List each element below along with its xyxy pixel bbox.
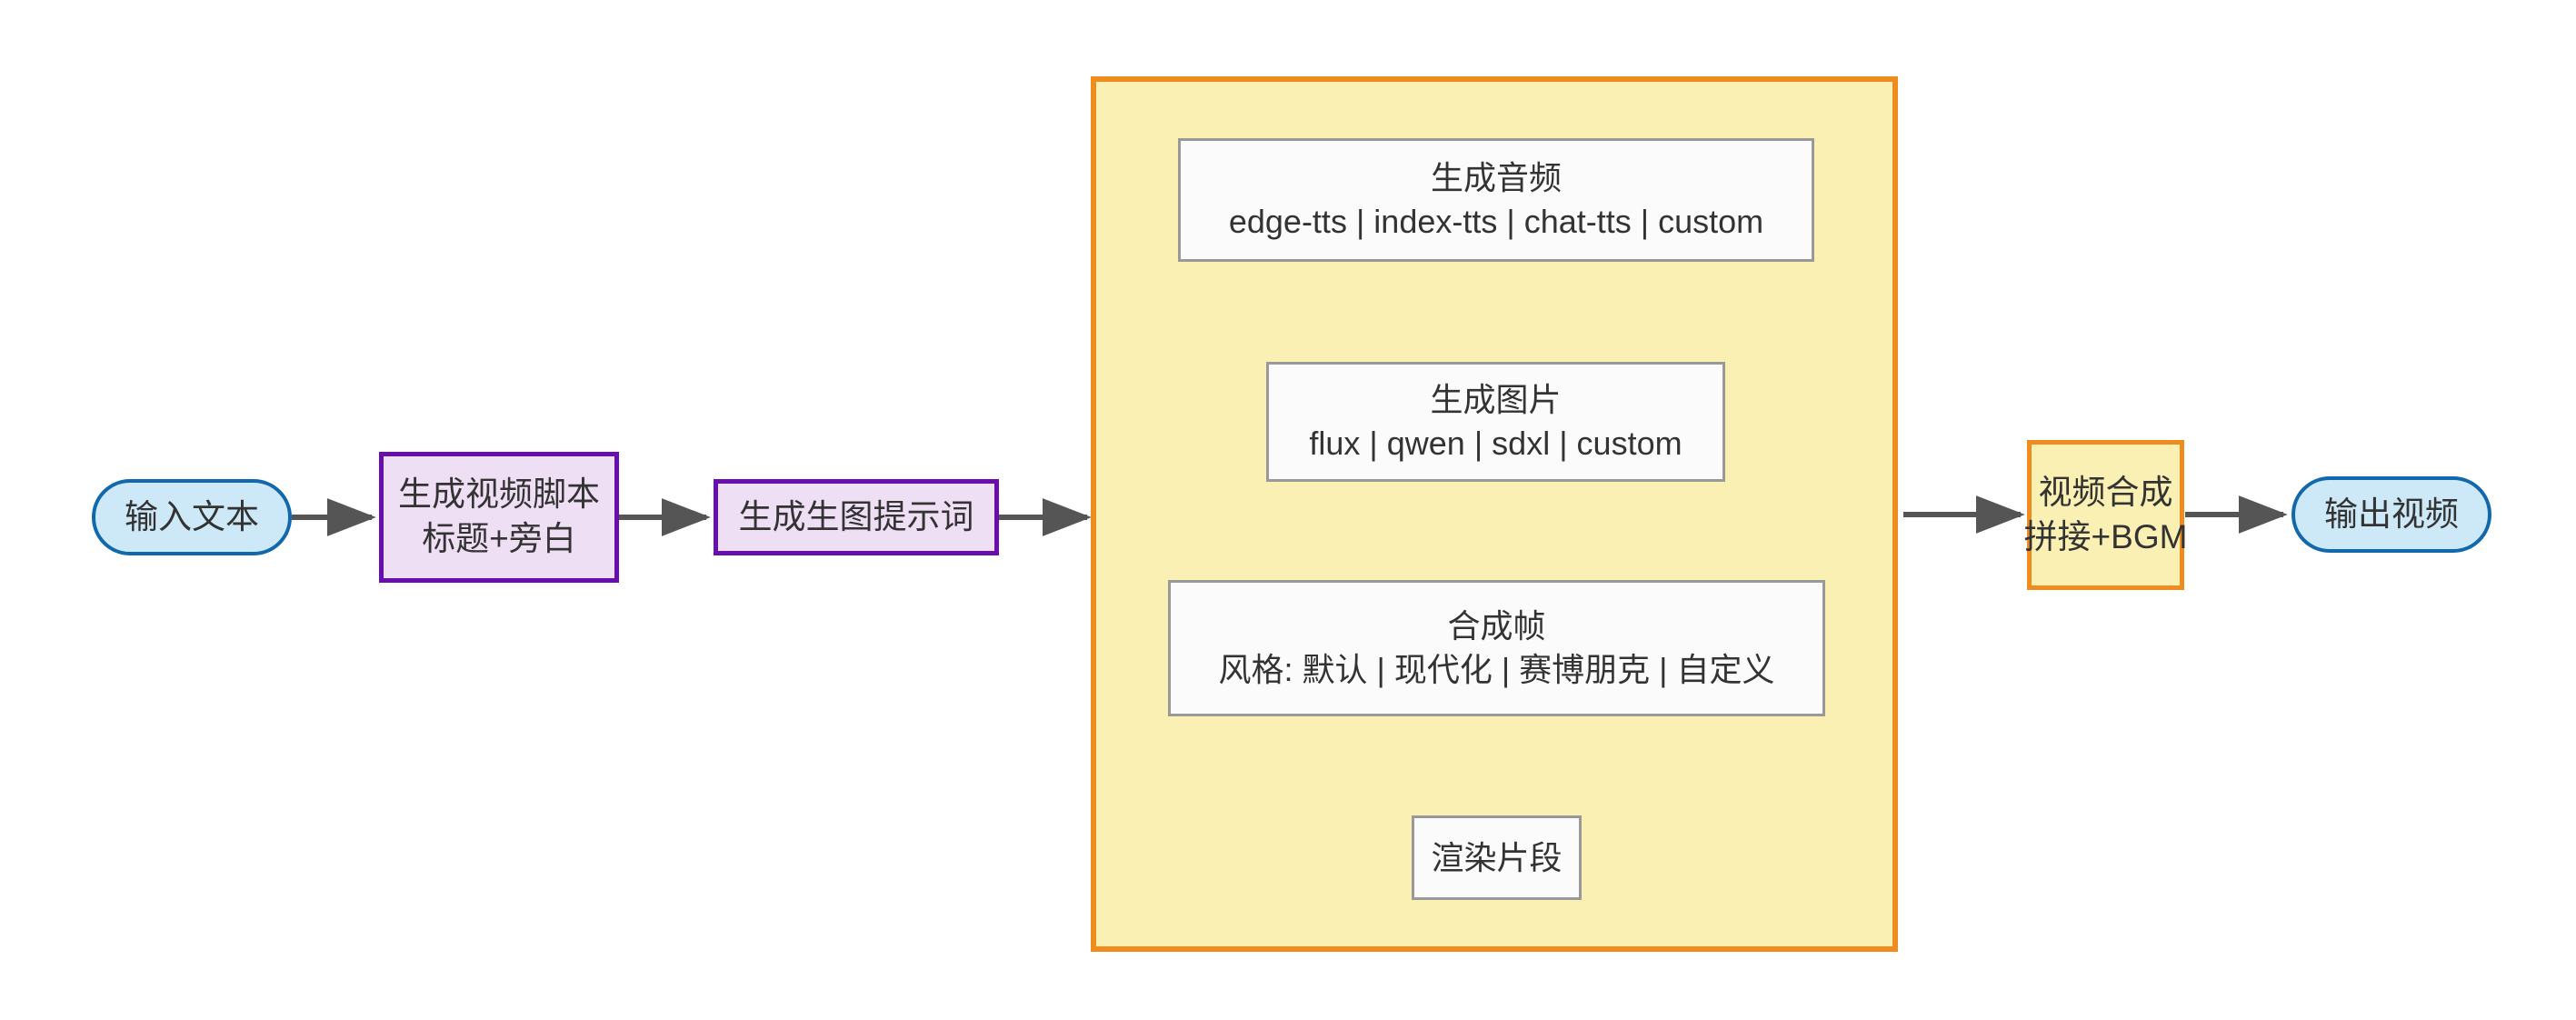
node-compose-frame[interactable]: 合成帧 风格: 默认 | 现代化 | 赛博朋克 | 自定义 bbox=[1168, 580, 1825, 716]
node-output-video-label: 输出视频 bbox=[2324, 495, 2459, 533]
node-compose-frame-line1: 合成帧 bbox=[1447, 607, 1546, 645]
node-generate-script-line1: 生成视频脚本 bbox=[398, 475, 600, 514]
node-generate-image-line2: flux | qwen | sdxl | custom bbox=[1309, 425, 1682, 462]
node-generate-prompt[interactable]: 生成生图提示词 bbox=[714, 479, 999, 555]
node-input-text-label: 输入文本 bbox=[125, 497, 259, 535]
node-video-compose-line2: 拼接+BGM bbox=[2023, 517, 2188, 555]
node-render-segment-label: 渲染片段 bbox=[1431, 838, 1563, 876]
node-generate-audio[interactable]: 生成音频 edge-tts | index-tts | chat-tts | c… bbox=[1178, 138, 1814, 262]
node-output-video[interactable]: 输出视频 bbox=[2291, 476, 2491, 553]
node-generate-prompt-label: 生成生图提示词 bbox=[738, 497, 974, 535]
node-generate-script[interactable]: 生成视频脚本 标题+旁白 bbox=[379, 452, 619, 583]
node-video-compose[interactable]: 视频合成 拼接+BGM bbox=[2024, 440, 2187, 590]
node-video-compose-line1: 视频合成 bbox=[2038, 473, 2173, 511]
node-generate-script-line2: 标题+旁白 bbox=[422, 520, 576, 557]
node-generate-audio-line2: edge-tts | index-tts | chat-tts | custom bbox=[1228, 203, 1764, 240]
node-generate-audio-line1: 生成音频 bbox=[1430, 159, 1562, 197]
node-input-text[interactable]: 输入文本 bbox=[92, 479, 292, 555]
node-generate-image[interactable]: 生成图片 flux | qwen | sdxl | custom bbox=[1266, 362, 1725, 482]
node-compose-frame-line2: 风格: 默认 | 现代化 | 赛博朋克 | 自定义 bbox=[1218, 651, 1775, 688]
node-generate-image-line1: 生成图片 bbox=[1430, 381, 1562, 419]
node-render-segment[interactable]: 渲染片段 bbox=[1412, 815, 1582, 900]
